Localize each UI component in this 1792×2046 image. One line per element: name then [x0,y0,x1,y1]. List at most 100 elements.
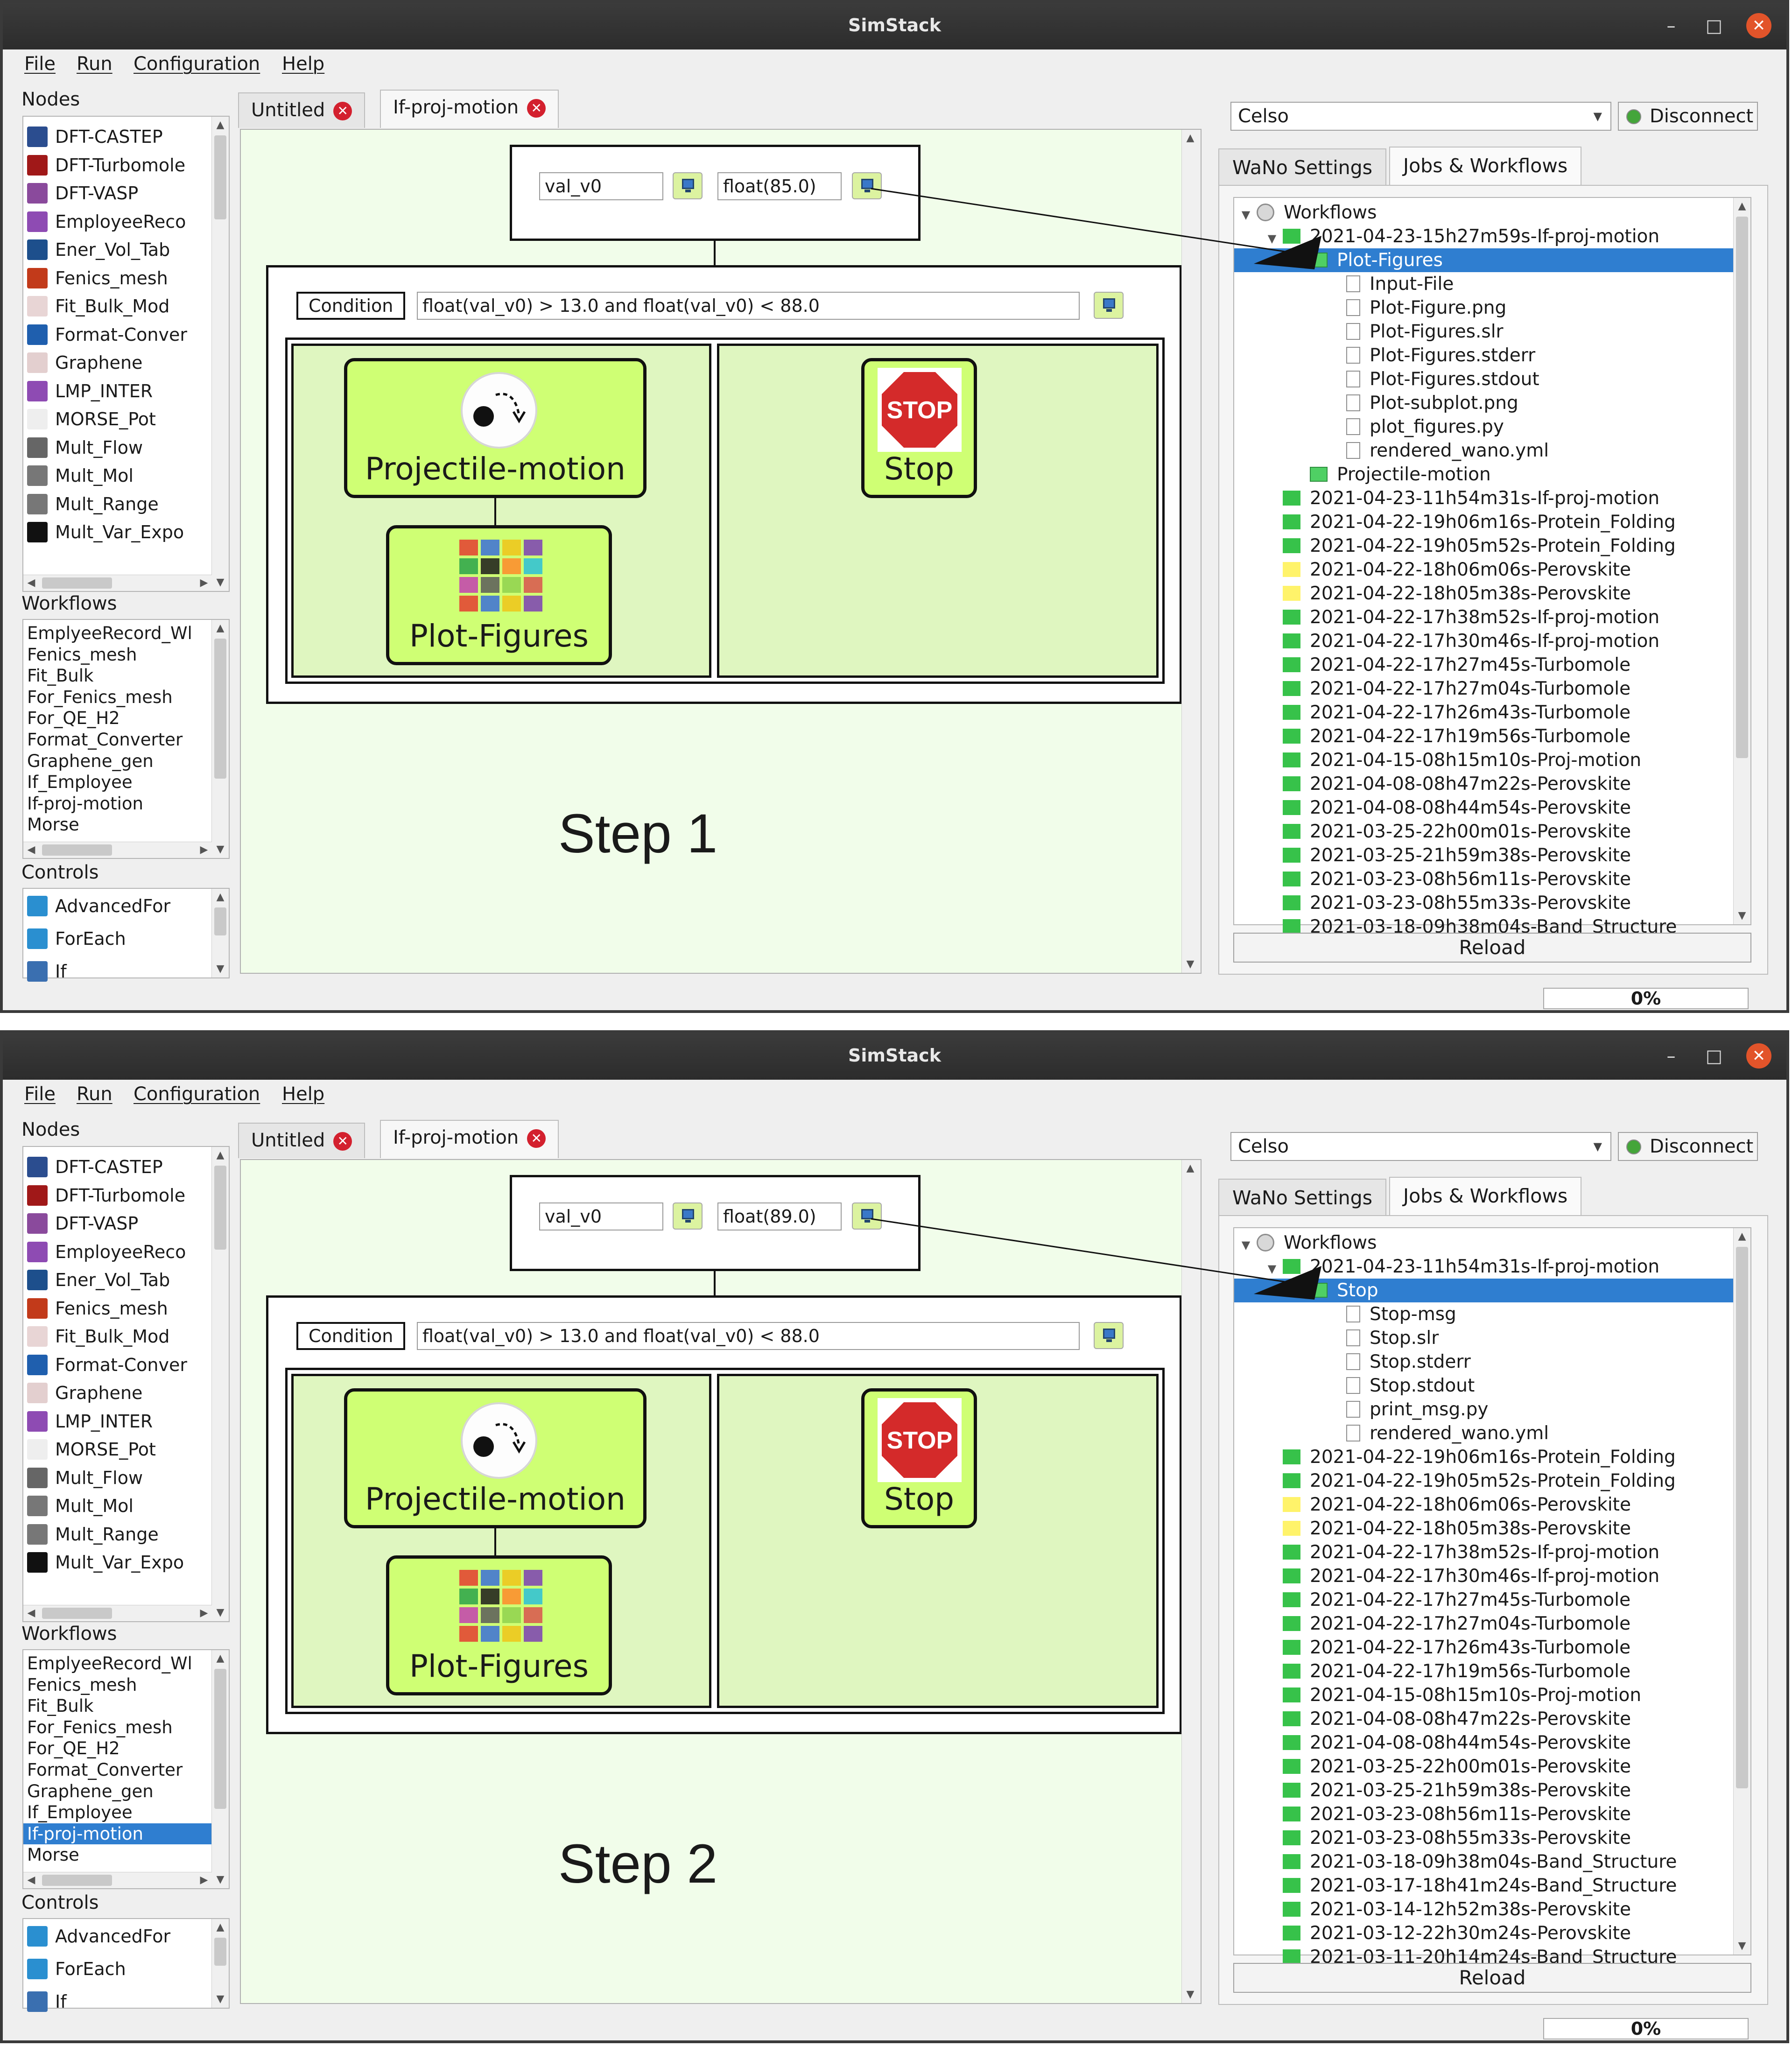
node-item[interactable]: Graphene [27,1379,142,1406]
node-item[interactable]: Mult_Flow [27,434,143,461]
workflow-item[interactable]: If_Employee [27,772,133,793]
workflow-item[interactable]: For_Fenics_mesh [27,687,173,707]
tree-file[interactable]: Plot-Figures.slr [1234,320,1734,344]
node-item[interactable]: Mult_Var_Expo [27,1549,184,1576]
close-tab-icon[interactable]: ✕ [333,1132,352,1151]
node-item[interactable]: MORSE_Pot [27,1436,156,1463]
tree-run[interactable]: 2021-04-22-17h30m46s-If-proj-motion [1234,1564,1734,1588]
tree-job-selected[interactable]: ▼Plot-Figures [1234,248,1734,272]
node-item[interactable]: Mult_Range [27,1521,159,1548]
node-item[interactable]: Mult_Mol [27,1492,134,1519]
node-item[interactable]: DFT-CASTEP [27,1153,163,1181]
tree-run[interactable]: 2021-04-08-08h47m22s-Perovskite [1234,772,1734,796]
nodes-hscrollbar[interactable]: ◀▶ [23,575,212,591]
disconnect-button[interactable]: Disconnect [1618,1132,1758,1161]
projectile-motion-node[interactable]: Projectile-motion [344,358,647,498]
tree-run[interactable]: 2021-04-22-19h05m52s-Protein_Folding [1234,534,1734,558]
node-item[interactable]: LMP_INTER [27,1408,153,1435]
projectile-motion-node[interactable]: Projectile-motion [344,1388,647,1528]
workflow-item[interactable]: Fit_Bulk [27,666,94,686]
tree-run[interactable]: 2021-04-22-17h27m04s-Turbomole [1234,1612,1734,1636]
workflow-item[interactable]: Format_Converter [27,1760,183,1780]
node-item[interactable]: Mult_Range [27,491,159,518]
tree-run[interactable]: 2021-04-22-17h38m52s-If-proj-motion [1234,1540,1734,1564]
workflow-item[interactable]: EmplyeeRecord_Wl [27,1653,192,1673]
tree-root[interactable]: ▼Workflows [1241,202,1377,223]
tree-run-expanded[interactable]: ▼2021-04-23-11h54m31s-If-proj-motion [1267,1256,1660,1277]
node-item[interactable]: Ener_Vol_Tab [27,1266,170,1294]
condition-picker-button[interactable] [1094,292,1124,319]
tree-run[interactable]: 2021-04-08-08h44m54s-Perovskite [1234,796,1734,820]
false-branch-lane[interactable]: STOP Stop [717,344,1159,678]
true-branch-lane[interactable]: Projectile-motion Plot-Figures [291,344,711,678]
tab-untitled[interactable]: Untitled✕ [238,92,365,128]
tree-run[interactable]: 2021-04-22-18h06m06s-Perovskite [1234,1493,1734,1517]
controls-scrollbar[interactable]: ▲▼ [211,1919,229,2008]
tree-run[interactable]: 2021-03-25-22h00m01s-Perovskite [1234,820,1734,844]
maximize-button[interactable]: □ [1706,15,1722,36]
tree-file[interactable]: Stop.stdout [1234,1374,1734,1398]
tree-run[interactable]: 2021-03-17-18h41m24s-Band_Structure [1234,1874,1734,1898]
close-tab-icon[interactable]: ✕ [527,99,546,118]
tree-file[interactable]: Stop.slr [1234,1326,1734,1350]
tree-run[interactable]: 2021-03-18-09h38m04s-Band_Structure [1234,1850,1734,1874]
node-item[interactable]: DFT-Turbomole [27,152,185,179]
workflow-item[interactable]: Graphene_gen [27,751,154,771]
tree-run[interactable]: 2021-04-22-19h06m16s-Protein_Folding [1234,1445,1734,1469]
menu-help[interactable]: Help [282,1083,325,1105]
tree-run[interactable]: 2021-04-22-17h27m04s-Turbomole [1234,677,1734,701]
tree-file[interactable]: print_msg.py [1234,1398,1734,1421]
workflow-item[interactable]: Morse [27,1845,79,1865]
tab-wano-settings[interactable]: WaNo Settings [1218,148,1386,186]
tree-root[interactable]: ▼Workflows [1241,1232,1377,1253]
tree-run[interactable]: 2021-03-25-22h00m01s-Perovskite [1234,1755,1734,1779]
tree-run[interactable]: 2021-04-22-19h06m16s-Protein_Folding [1234,510,1734,534]
node-item[interactable]: Ener_Vol_Tab [27,236,170,263]
workflows-scrollbar[interactable]: ▲▼ [211,620,229,858]
tree-run-expanded[interactable]: ▼2021-04-23-15h27m59s-If-proj-motion [1267,226,1660,247]
plot-figures-node[interactable]: Plot-Figures [386,525,612,665]
tree-run[interactable]: 2021-04-22-17h19m56s-Turbomole [1234,1659,1734,1683]
workflow-item[interactable]: For_QE_H2 [27,708,120,729]
plot-figures-node[interactable]: Plot-Figures [386,1555,612,1695]
variable-value-picker-button[interactable] [852,1202,882,1230]
workflow-item[interactable]: EmplyeeRecord_Wl [27,623,192,643]
tree-scrollbar[interactable]: ▲▼ [1733,1228,1750,1955]
tree-run[interactable]: 2021-04-22-18h05m38s-Perovskite [1234,1517,1734,1540]
tree-file[interactable]: Stop.stderr [1234,1350,1734,1374]
minimize-button[interactable]: – [1666,15,1676,36]
menu-configuration[interactable]: Configuration [134,1083,260,1105]
workflow-item[interactable]: Fenics_mesh [27,1674,137,1695]
server-select[interactable]: Celso▼ [1230,1132,1611,1161]
workflow-item[interactable]: If-proj-motion [23,1823,214,1844]
node-item[interactable]: DFT-Turbomole [27,1182,185,1209]
workflows-hscrollbar[interactable]: ◀▶ [23,1872,212,1888]
menu-configuration[interactable]: Configuration [134,53,260,75]
condition-picker-button[interactable] [1094,1322,1124,1349]
close-button[interactable]: ✕ [1746,1043,1771,1069]
workflow-item[interactable]: For_QE_H2 [27,1738,120,1759]
variable-name-input[interactable]: val_v0 [539,1202,663,1230]
if-block[interactable]: Condition float(val_v0) > 13.0 and float… [266,1295,1182,1734]
close-tab-icon[interactable]: ✕ [333,102,352,120]
stop-node[interactable]: STOP Stop [861,1388,977,1528]
node-item[interactable]: Graphene [27,349,142,376]
close-button[interactable]: ✕ [1746,13,1771,38]
workflow-item[interactable]: Format_Converter [27,730,183,750]
tree-run[interactable]: 2021-03-23-08h56m11s-Perovskite [1234,1802,1734,1826]
tree-run[interactable]: 2021-04-22-17h30m46s-If-proj-motion [1234,629,1734,653]
node-item[interactable]: Mult_Mol [27,462,134,489]
tree-run[interactable]: 2021-04-22-17h26m43s-Turbomole [1234,1636,1734,1659]
variable-value-input[interactable]: float(89.0) [717,1202,842,1230]
variable-block[interactable]: val_v0 float(89.0) [510,1175,921,1271]
workflows-scrollbar[interactable]: ▲▼ [211,1650,229,1888]
tree-file[interactable]: rendered_wano.yml [1234,439,1734,463]
tree-run[interactable]: 2021-03-23-08h55m33s-Perovskite [1234,891,1734,915]
maximize-button[interactable]: □ [1706,1046,1722,1066]
tree-run[interactable]: 2021-04-22-17h26m43s-Turbomole [1234,701,1734,724]
nodes-scrollbar[interactable]: ▲▼ [211,117,229,591]
workflow-item[interactable]: Graphene_gen [27,1781,154,1801]
tree-file[interactable]: Plot-Figures.stdout [1234,367,1734,391]
